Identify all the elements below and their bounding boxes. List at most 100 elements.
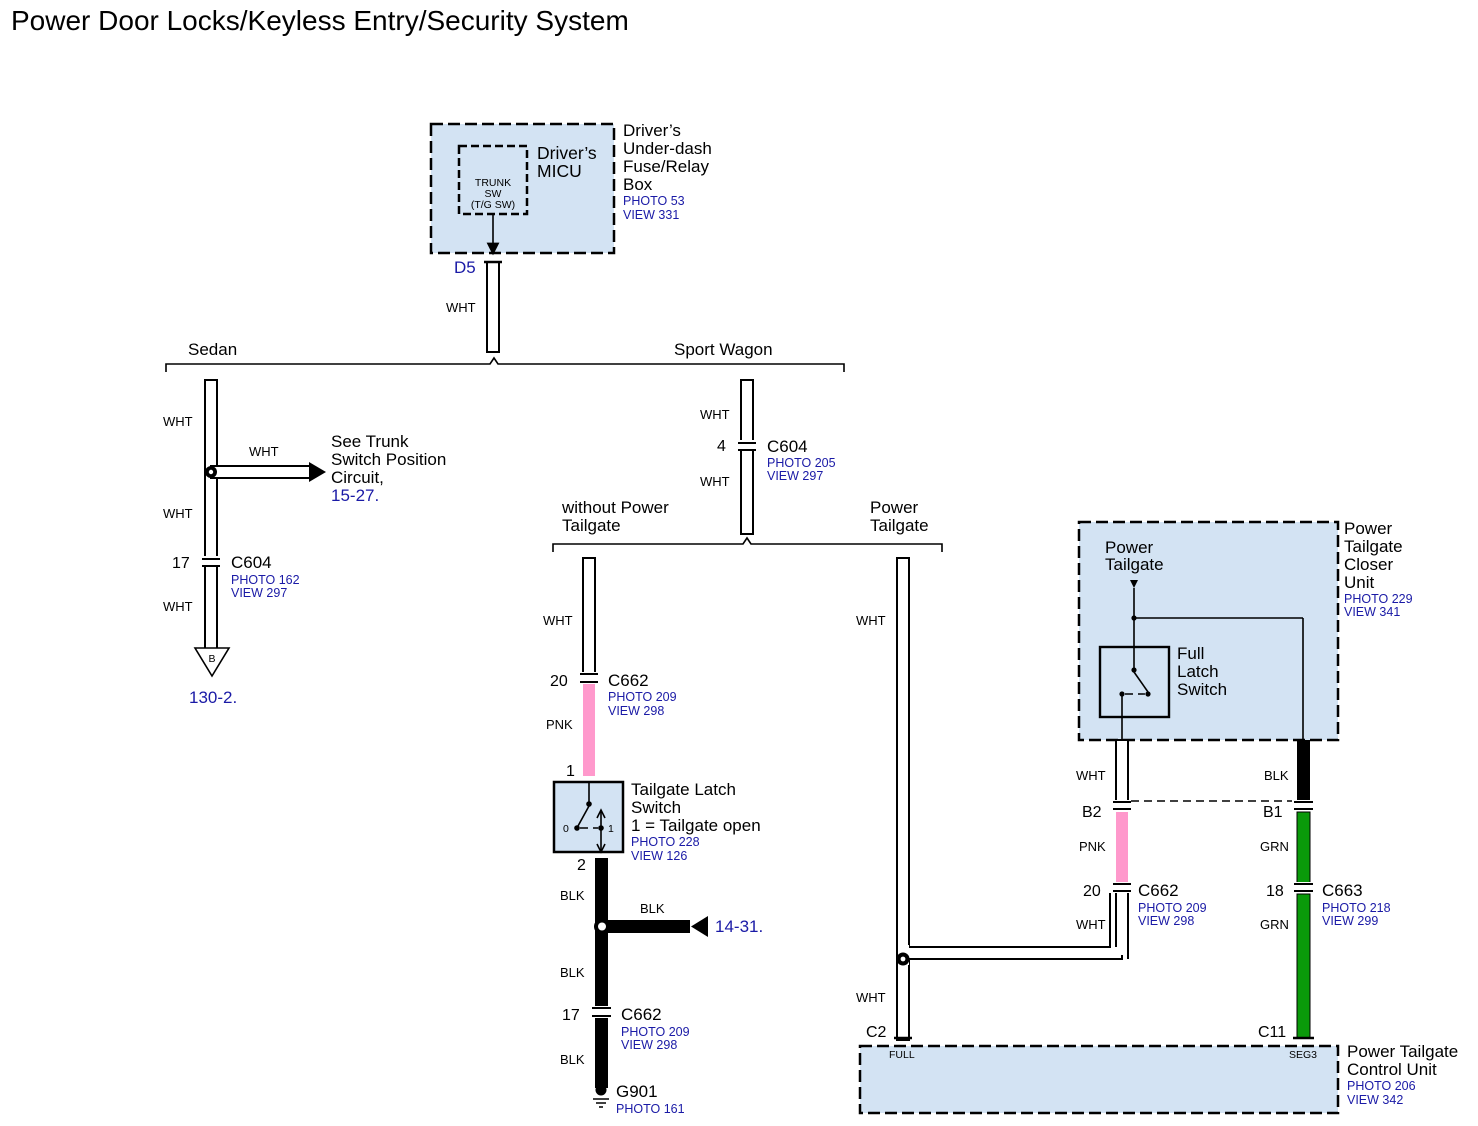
sedan-c604-view: VIEW 297 [231,586,287,600]
wire-wht-pt-2: WHT [856,990,886,1005]
link-15-27[interactable]: 15-27. [331,486,379,505]
micu-label-2: MICU [537,161,582,181]
wagon-c604-pin: 4 [717,438,726,455]
control-unit-name-2: Control Unit [1347,1060,1437,1079]
nopt-c662-bot-pin: 17 [562,1007,580,1024]
pt-c663-name: C663 [1322,881,1363,900]
wire-wht-c662-pt: WHT [1076,917,1106,932]
arrow-letter-b: B [208,653,215,665]
wire-pnk-b2: PNK [1079,839,1106,854]
wire-grn-b1-1: GRN [1260,839,1289,854]
nopt-c662-pin: 20 [550,673,568,690]
nopt-c662-bot-name: C662 [621,1005,662,1024]
wire-grn-b1-2: GRN [1260,917,1289,932]
latch-view: VIEW 126 [631,849,687,863]
wire-wht-trunk: WHT [249,444,279,459]
full-latch-2: Latch [1177,662,1219,681]
link-130-2[interactable]: 130-2. [189,688,237,707]
latch-photo: PHOTO 228 [631,835,700,849]
latch-name-1: Tailgate Latch [631,780,736,799]
wire-wht-nopt: WHT [543,613,573,628]
wire-blk-nopt-1: BLK [560,888,585,903]
nopt-c662-bot-view: VIEW 298 [621,1038,677,1052]
closer-name-4: Unit [1344,573,1375,592]
wire-wht-wagon-2: WHT [700,474,730,489]
latch-name-3: 1 = Tailgate open [631,816,761,835]
trunk-switch-label-1: TRUNK [475,177,511,189]
link-14-31[interactable]: 14-31. [715,917,763,936]
nopt-c662-bot-photo: PHOTO 209 [621,1025,690,1039]
wire-wht-b2: WHT [1076,768,1106,783]
pin-b2: B2 [1082,804,1102,821]
pin-c2: C2 [866,1024,887,1041]
wire-blk-nopt-4: BLK [560,1052,585,1067]
sedan-c604-photo: PHOTO 162 [231,573,300,587]
wire-blk-nopt-2: BLK [640,901,665,916]
wire-pnk-nopt: PNK [546,717,573,732]
closer-name-1: Power [1344,519,1393,538]
full-latch-3: Switch [1177,680,1227,699]
pt-c662-pin: 20 [1083,883,1101,900]
wagon-c604-photo: PHOTO 205 [767,456,836,470]
micu-label-1: Driver’s [537,143,597,163]
pt-c663-photo: PHOTO 218 [1322,901,1391,915]
pin-b1: B1 [1263,804,1283,821]
variant-with-pt-2: Tailgate [870,516,929,535]
latch-pos-1: 1 [608,823,614,835]
ground-photo: PHOTO 161 [616,1102,685,1116]
closer-name-2: Tailgate [1344,537,1403,556]
wagon-c604-name: C604 [767,437,808,456]
closer-name-3: Closer [1344,555,1393,574]
latch-pin-2: 2 [577,857,586,874]
power-tailgate-control-unit [858,1044,1340,1115]
sedan-c604-pin: 17 [172,555,190,572]
pin-c11: C11 [1258,1024,1286,1041]
trunk-ref-3: Circuit, [331,468,384,487]
fuse-box-name-1: Driver’s [623,121,681,140]
terminal-seg3: SEG3 [1289,1049,1317,1061]
closer-inner-1: Power [1105,538,1154,557]
pt-c663-view: VIEW 299 [1322,914,1378,928]
pin-d5: D5 [454,258,476,277]
sedan-c604-name: C604 [231,553,272,572]
trunk-ref-2: Switch Position [331,450,446,469]
fuse-box-name-2: Under-dash [623,139,712,158]
closer-photo: PHOTO 229 [1344,592,1413,606]
control-unit-name-1: Power Tailgate [1347,1042,1458,1061]
variant-with-pt-1: Power [870,498,919,517]
closer-inner-2: Tailgate [1105,555,1164,574]
wire-wht-sedan-2: WHT [163,506,193,521]
closer-view: VIEW 341 [1344,605,1400,619]
wire-wht-sedan-3: WHT [163,599,193,614]
nopt-c662-name: C662 [608,671,649,690]
terminal-full: FULL [889,1049,915,1061]
pt-c663-pin: 18 [1266,883,1284,900]
ground-g901: G901 [616,1082,658,1101]
variant-sport-wagon: Sport Wagon [674,340,773,359]
nopt-c662-photo: PHOTO 209 [608,690,677,704]
pt-c662-name: C662 [1138,881,1179,900]
fuse-box-name-3: Fuse/Relay [623,157,709,176]
trunk-switch-label-3: (T/G SW) [471,199,515,211]
latch-pos-0: 0 [563,823,569,835]
wagon-c604-view: VIEW 297 [767,469,823,483]
latch-name-2: Switch [631,798,681,817]
trunk-ref-1: See Trunk [331,432,409,451]
fuse-box-name-4: Box [623,175,653,194]
pt-c662-photo: PHOTO 209 [1138,901,1207,915]
variant-without-pt-2: Tailgate [562,516,621,535]
wire-blk-b1: BLK [1264,768,1289,783]
wire-wht-pt-1: WHT [856,613,886,628]
variant-sedan: Sedan [188,340,237,359]
wire-wht-d5: WHT [446,300,476,315]
variant-without-pt-1: without Power [561,498,669,517]
pt-c662-view: VIEW 298 [1138,914,1194,928]
latch-pin-1: 1 [566,763,575,780]
page-title: Power Door Locks/Keyless Entry/Security … [11,5,629,36]
wire-blk-nopt-3: BLK [560,965,585,980]
trunk-switch-label-2: SW [485,188,502,200]
nopt-c662-view: VIEW 298 [608,704,664,718]
fuse-box-photo: PHOTO 53 [623,194,685,208]
fuse-box-view: VIEW 331 [623,208,679,222]
